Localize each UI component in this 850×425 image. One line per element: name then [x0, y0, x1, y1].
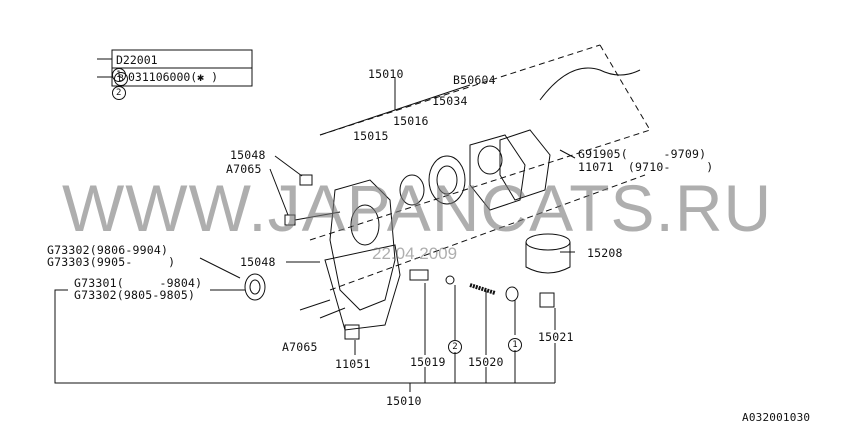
part-label: 15208: [587, 246, 623, 260]
watermark-date: 22.04.2009: [372, 244, 458, 263]
relief-plug: [539, 292, 555, 308]
legend-row-1-text: D22001: [116, 53, 158, 67]
part-label: 15020: [468, 355, 504, 369]
diagram-code: A032001030: [742, 411, 811, 424]
pump-cover: [469, 134, 526, 211]
inner-rotor: [399, 174, 425, 206]
plug: [344, 324, 360, 340]
part-label: 15021: [538, 330, 574, 344]
oil-pump-body: [329, 179, 396, 311]
part-label: G91905( -9709): [578, 147, 707, 161]
part-label: 15016: [393, 114, 429, 128]
part-label: 15010: [368, 67, 404, 81]
part-label: 15010: [386, 394, 422, 408]
legend-row-2: 2: [84, 70, 126, 114]
part-label: 11071 (9710- ): [578, 160, 714, 174]
part-label: 15048: [240, 255, 276, 269]
part-label: A7065: [226, 162, 262, 176]
part-label: A7065: [282, 340, 318, 354]
part-label: 15048: [230, 148, 266, 162]
marker-2-callout: 2: [448, 339, 462, 354]
part-label: B50604: [453, 73, 496, 87]
badge-b-icon: B: [114, 72, 128, 86]
relief-spring: [469, 283, 496, 295]
part-label: 15034: [432, 94, 468, 108]
part-label: 15015: [353, 129, 389, 143]
part-label: 11051: [335, 357, 371, 371]
outer-rotor: [428, 155, 466, 205]
part-label: 15019: [410, 355, 446, 369]
oil-seal: [244, 273, 266, 301]
marker-1-callout: 1: [508, 337, 522, 352]
marker-2-icon: 2: [111, 86, 126, 100]
part-label: G73301( -9804): [74, 276, 203, 290]
part-label: G73302(9805-9805): [74, 288, 196, 302]
watermark: WWW.JAPANCATS.RU: [62, 171, 773, 245]
part-label: G73303(9905- ): [47, 255, 176, 269]
part-label: G73302(9806-9904): [47, 243, 169, 257]
engine-outline: [309, 44, 651, 291]
